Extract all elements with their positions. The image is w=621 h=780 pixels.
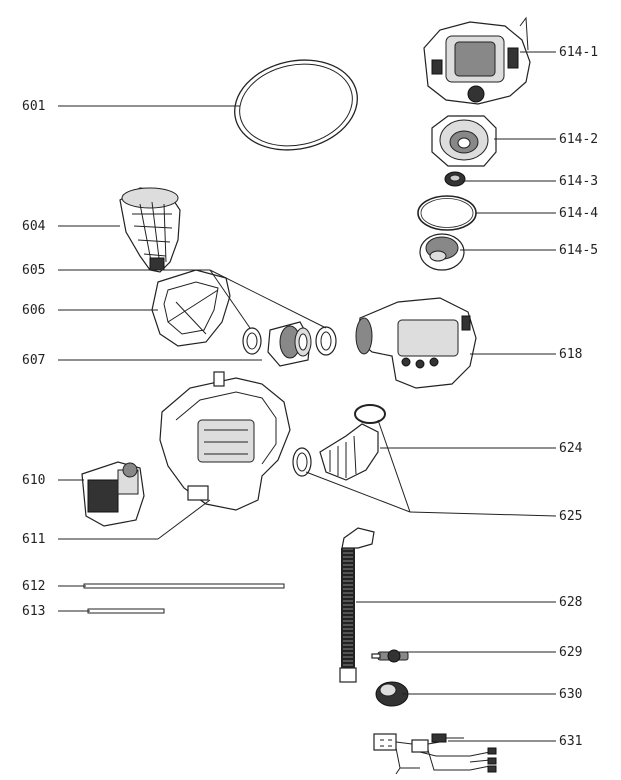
label-630: 630 — [559, 687, 582, 702]
label-610: 610 — [22, 473, 45, 488]
part-604-filter — [119, 187, 181, 273]
label-605: 605 — [22, 263, 45, 278]
part-614-3-impeller — [444, 171, 466, 187]
label-606: 606 — [22, 303, 45, 318]
part-618-heater-pump — [355, 297, 477, 389]
label-628: 628 — [559, 595, 582, 610]
part-614-5-impeller-cap — [419, 233, 465, 271]
label-614-3: 614-3 — [559, 174, 598, 189]
part-601-gasket-ring — [234, 59, 358, 151]
label-625: 625 — [559, 509, 582, 524]
part-606-filter-frame — [151, 269, 231, 347]
part-605-seal-left — [242, 327, 262, 355]
part-613-rod — [87, 608, 165, 614]
part-607-coupling — [267, 321, 312, 367]
label-604: 604 — [22, 219, 46, 234]
label-624: 624 — [559, 441, 583, 456]
label-614-5: 614-5 — [559, 243, 598, 258]
part-610-drain-pump — [81, 461, 145, 527]
label-601: 601 — [22, 99, 45, 114]
part-614-1-motor — [423, 16, 531, 105]
label-614-4: 614-4 — [559, 206, 598, 221]
part-labels: 601 604 605 606 607 610 611 612 613 614-… — [22, 45, 598, 749]
label-613: 613 — [22, 604, 45, 619]
label-629: 629 — [559, 645, 582, 660]
label-614-2: 614-2 — [559, 132, 598, 147]
label-618: 618 — [559, 347, 582, 362]
part-624-hose-elbow — [319, 423, 379, 481]
label-612: 612 — [22, 579, 45, 594]
part-630-sensor-housing — [375, 681, 409, 707]
part-625-seal-lower — [292, 447, 312, 477]
leader-lines — [58, 51, 557, 742]
part-611-sump — [159, 371, 291, 511]
part-628-drain-hose — [339, 527, 375, 683]
part-625-clamp-upper — [354, 404, 386, 424]
label-614-1: 614-1 — [559, 45, 598, 60]
label-631: 631 — [559, 734, 582, 749]
label-611: 611 — [22, 532, 45, 547]
part-614-4-o-ring — [417, 195, 477, 231]
part-631-wire-harness — [373, 733, 497, 775]
part-614-2-pump-housing — [431, 115, 497, 167]
label-607: 607 — [22, 353, 45, 368]
part-629-sensor — [371, 649, 409, 663]
part-612-rod — [83, 583, 285, 589]
part-605-seal-right — [315, 326, 337, 356]
